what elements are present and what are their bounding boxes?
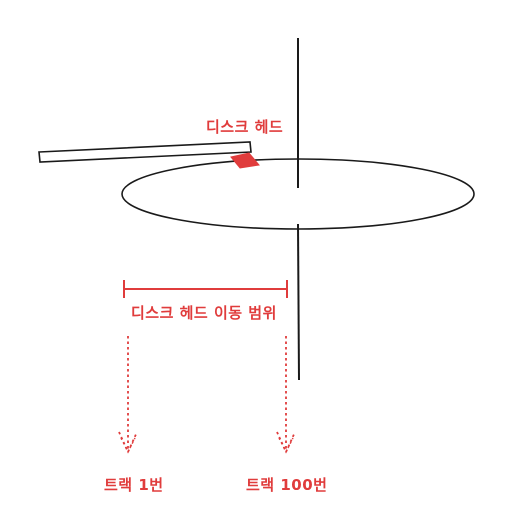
spindle-axis-lower xyxy=(297,223,300,381)
disk-platter xyxy=(121,158,475,230)
track-1-label: 트랙 1번 xyxy=(104,476,164,494)
disk-head xyxy=(230,152,260,169)
track-100-label: 트랙 100번 xyxy=(246,476,327,494)
head-movement-range-label: 디스크 헤드 이동 범위 xyxy=(131,304,277,322)
arrow-to-track-100 xyxy=(276,336,296,455)
arrow-to-track-1 xyxy=(118,336,138,455)
head-arm xyxy=(38,141,252,163)
disk-head-label: 디스크 헤드 xyxy=(206,118,283,136)
